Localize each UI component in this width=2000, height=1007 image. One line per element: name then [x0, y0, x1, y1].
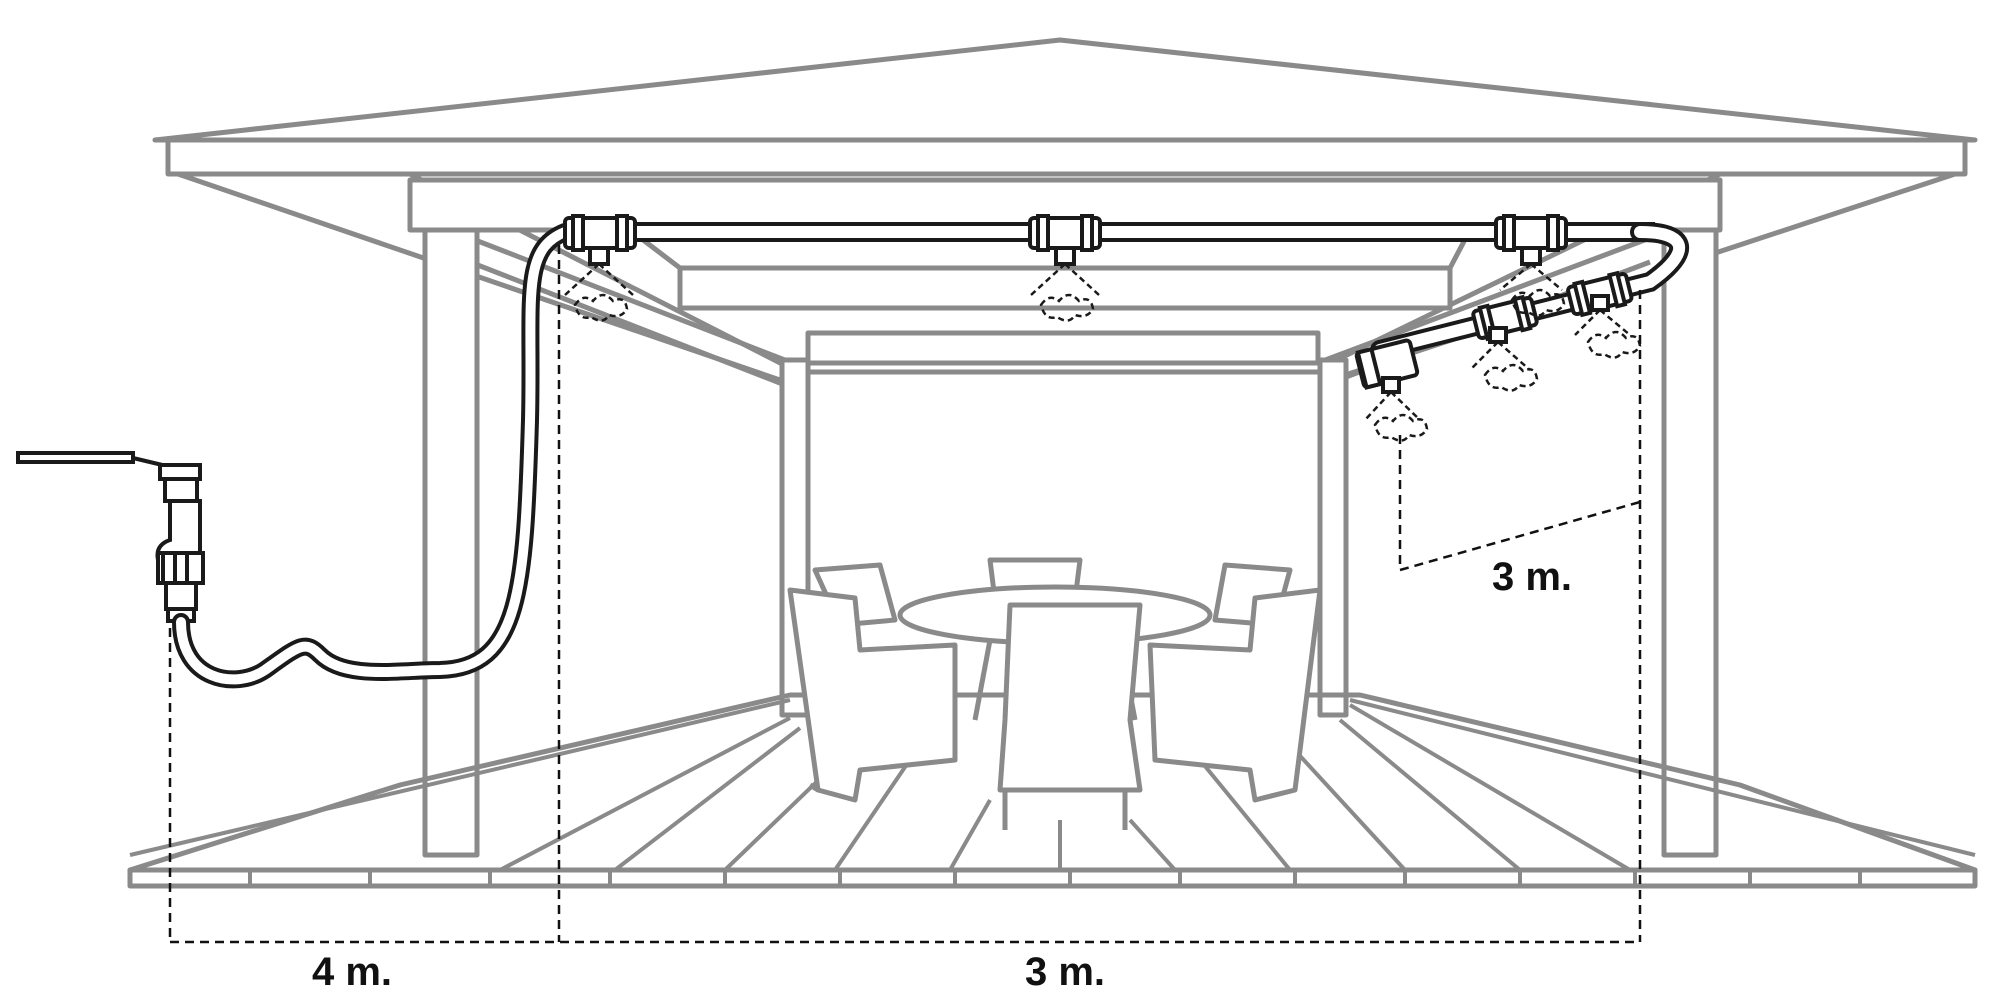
gazebo-ceiling-step-2 [677, 265, 1453, 311]
gazebo-roof [152, 37, 1978, 143]
dimension-label-side: 3 m. [1492, 555, 1572, 599]
patio-chair-icon [997, 602, 1143, 793]
mist-spray [564, 263, 1642, 442]
mist-nozzle-icon [1381, 376, 1401, 394]
mist-nozzle-icon [1054, 246, 1076, 266]
mist-nozzle-icon [1488, 326, 1508, 344]
mist-nozzle-icon [588, 246, 610, 266]
valve-lever [16, 451, 135, 464]
dimension-lines [168, 245, 1642, 944]
patio-chair-icon [1147, 587, 1323, 803]
tap-valve-icon [16, 451, 205, 623]
dimension-label-left: 4 m. [312, 950, 392, 994]
dimension-label-front: 3 m. [1025, 950, 1105, 994]
gazebo-deck-edge [127, 867, 1978, 889]
gazebo-roof-fascia [165, 137, 1968, 177]
patio-chair-icon [787, 587, 958, 803]
patio-furniture [787, 557, 1323, 830]
mist-line [563, 214, 1690, 442]
mist-nozzle-icon [1520, 246, 1542, 266]
gazebo-ceiling-step-3 [805, 330, 1321, 366]
gazebo-front-post-left [422, 227, 480, 858]
hose-connector [156, 551, 205, 585]
gazebo-front-post-right [1661, 227, 1719, 858]
mist-nozzle-icon [1590, 294, 1610, 312]
dimension-line-side-diagonal [1399, 500, 1641, 572]
gazebo-back-post-right [1317, 357, 1349, 718]
